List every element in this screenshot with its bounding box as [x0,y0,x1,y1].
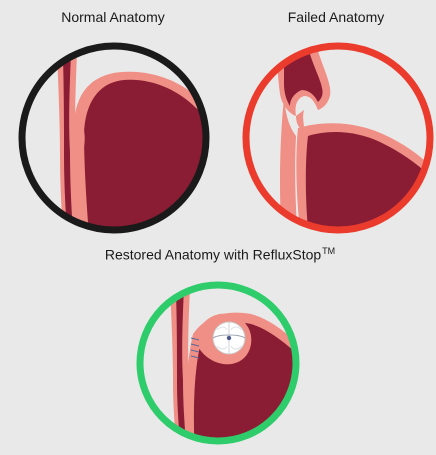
normal-anatomy-illustration [14,38,214,238]
trademark-mark: TM [322,246,335,256]
restored-anatomy-illustration [133,278,303,448]
restored-anatomy-text: Restored Anatomy with RefluxStop [105,247,321,263]
normal-anatomy-label: Normal Anatomy [38,9,188,25]
restored-anatomy-label: Restored Anatomy with RefluxStopTM [70,246,370,263]
failed-anatomy-label: Failed Anatomy [256,9,416,25]
restored-implant [213,322,245,354]
failed-anatomy-illustration [238,38,436,238]
